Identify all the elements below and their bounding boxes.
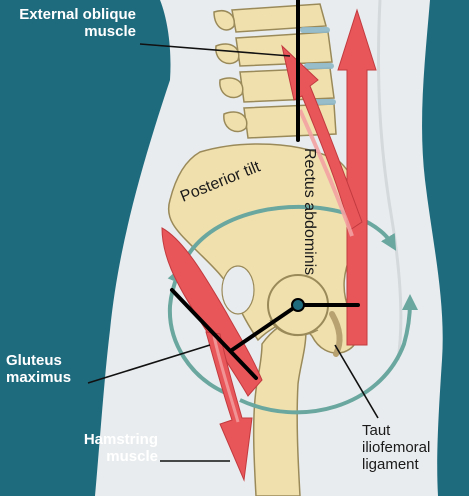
posterior-tilt-arc-top <box>182 205 397 263</box>
obturator-foramen <box>221 265 255 315</box>
posterior-tilt-arc-left <box>167 266 229 396</box>
leader-lines <box>87 43 379 462</box>
rectus-abdominis-arrow <box>337 8 377 346</box>
gluteus-maximus-label: Gluteus maximus <box>6 352 71 386</box>
gluteus-maximus-label-line1: Gluteus <box>6 352 62 369</box>
hamstring-muscle-label-line1: Hamstring <box>83 431 158 448</box>
gluteus-maximus-label-line2: maximus <box>6 369 72 386</box>
external-oblique-label-line2: muscle <box>84 23 136 40</box>
posterior-tilt-arc-bottom <box>239 294 418 415</box>
rectus-abdominis-label: Rectus abdominis <box>301 148 318 276</box>
hamstring-muscle-label: Hamstring muscle <box>62 431 158 465</box>
iliofemoral-ligament <box>329 311 343 357</box>
lever-lines <box>170 0 360 380</box>
gluteus-maximus-muscle <box>161 227 263 397</box>
hamstring-muscle-label-line2: muscle <box>106 448 158 465</box>
external-oblique-arrow <box>281 44 363 231</box>
external-oblique-label-line1: External oblique <box>19 6 136 23</box>
taut-label-line1: Taut <box>362 422 391 439</box>
hamstring-muscle-arrow <box>205 331 253 482</box>
external-oblique-label: External oblique muscle <box>5 6 136 40</box>
taut-label-line3: ligament <box>362 456 419 473</box>
taut-iliofemoral-ligament-label: Taut iliofemoral ligament <box>362 422 430 473</box>
taut-label-line2: iliofemoral <box>362 439 431 456</box>
